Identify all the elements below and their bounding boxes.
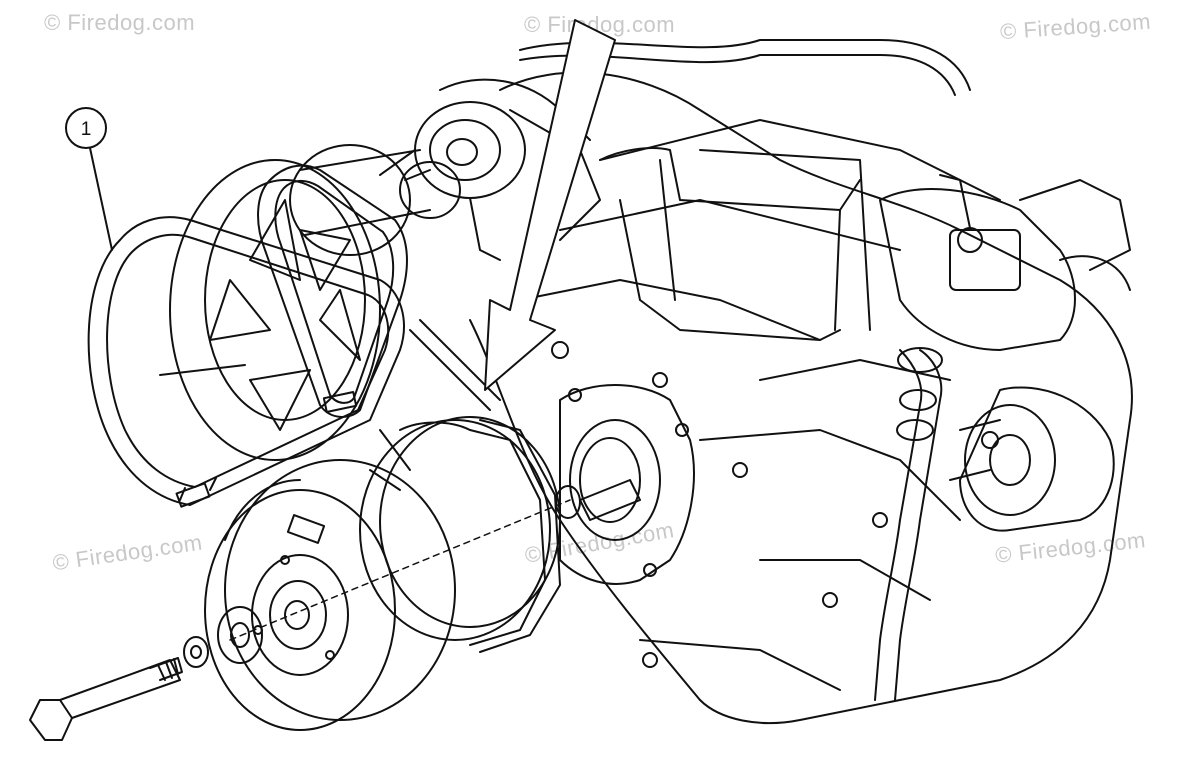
watermark-top-left: © Firedog.com (44, 10, 196, 35)
crankshaft-flange (555, 384, 695, 585)
cooling-fan (159, 159, 381, 461)
crankshaft-pulley (359, 416, 561, 653)
callout-1: 1 (65, 107, 113, 251)
second-belt (257, 164, 408, 418)
starter-motor (949, 386, 1115, 532)
pulley-bolt (29, 657, 183, 741)
washers (183, 606, 263, 668)
alternator-bracket (879, 174, 1131, 351)
callout-1-label: 1 (81, 119, 92, 140)
damper-pulley (204, 459, 456, 731)
fan-clutch-pulley (289, 144, 461, 256)
ac-line (874, 347, 943, 701)
engine-block (469, 71, 1133, 725)
center-line (229, 499, 571, 641)
pointer-arrow (484, 19, 616, 391)
drive-belt (87, 216, 405, 508)
